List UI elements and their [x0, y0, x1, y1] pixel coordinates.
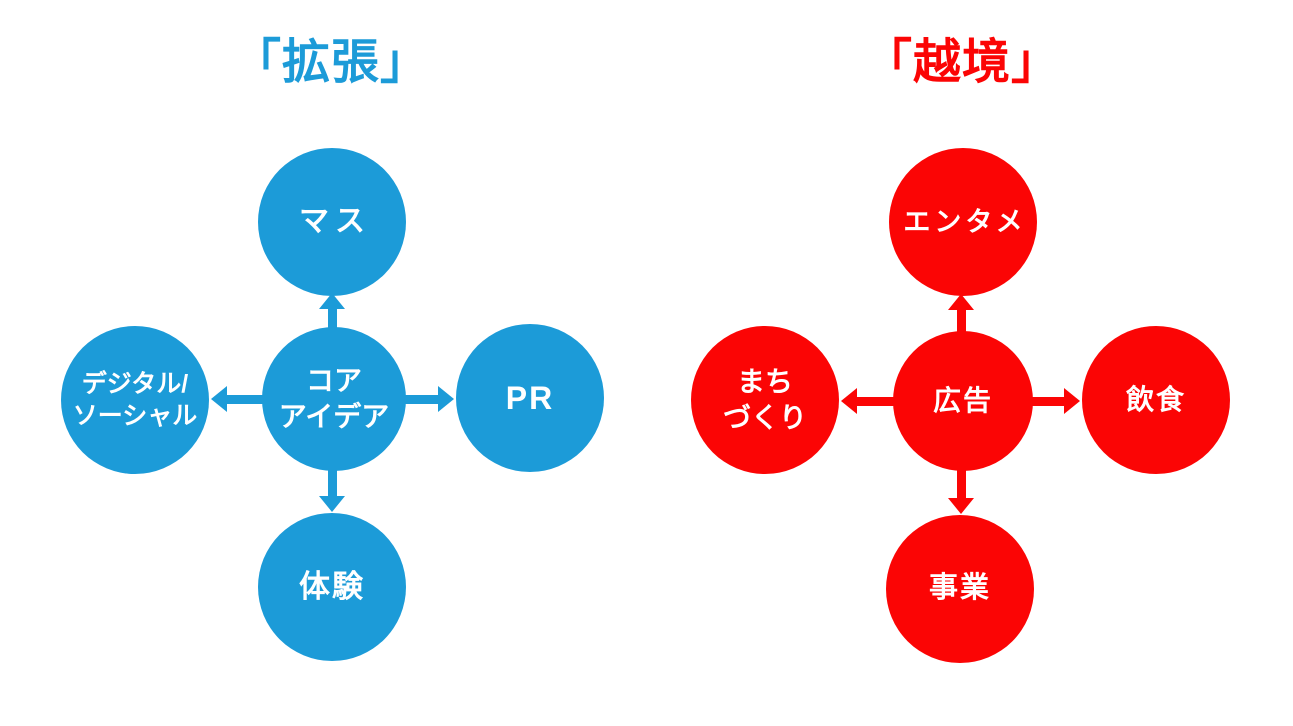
node-town-development: まち づくり [691, 326, 839, 474]
crossing-arrow-up-stem [957, 308, 966, 333]
node-food: 飲食 [1082, 326, 1230, 474]
crossing-arrow-up-icon [948, 294, 974, 310]
expansion-arrow-down-icon [319, 496, 345, 512]
node-pr-label: PR [505, 379, 555, 416]
node-mass: マス [258, 148, 406, 296]
node-business-label: 事業 [928, 572, 991, 605]
node-experience-label: 体験 [299, 569, 365, 605]
crossing-arrow-down-icon [948, 498, 974, 514]
expansion-arrow-up-icon [319, 293, 345, 309]
crossing-arrow-right-icon [1064, 388, 1080, 414]
crossing-arrow-right-stem [1029, 397, 1066, 406]
node-experience: 体験 [258, 513, 406, 661]
expansion-arrow-right-stem [404, 395, 440, 404]
expansion-arrow-up-stem [328, 306, 337, 330]
expansion-arrow-down-stem [328, 469, 337, 498]
expansion-arrow-right-icon [438, 386, 454, 412]
node-food-label: 飲食 [1125, 384, 1186, 416]
node-digital-social-label: デジタル/ ソーシャル [72, 370, 198, 430]
node-core-idea-label: コア アイデア [278, 365, 390, 432]
node-entertainment-label: エンタメ [903, 206, 1027, 237]
node-advertising: 広告 [893, 331, 1033, 471]
node-pr: PR [456, 324, 604, 472]
crossing-arrow-down-stem [957, 469, 966, 500]
expansion-title: 「拡張」 [232, 36, 429, 89]
node-core-idea: コア アイデア [262, 327, 406, 471]
node-entertainment: エンタメ [889, 148, 1037, 296]
node-digital-social: デジタル/ ソーシャル [61, 326, 209, 474]
crossing-arrow-left-stem [855, 397, 897, 406]
crossing-arrow-left-icon [841, 388, 857, 414]
node-town-development-label: まち づくり [722, 366, 807, 433]
expansion-arrow-left-stem [225, 395, 264, 404]
node-mass-label: マス [299, 204, 371, 238]
crossing-title: 「越境」 [863, 36, 1060, 89]
expansion-arrow-left-icon [211, 386, 227, 412]
node-business: 事業 [886, 515, 1034, 663]
node-advertising-label: 広告 [932, 385, 993, 417]
